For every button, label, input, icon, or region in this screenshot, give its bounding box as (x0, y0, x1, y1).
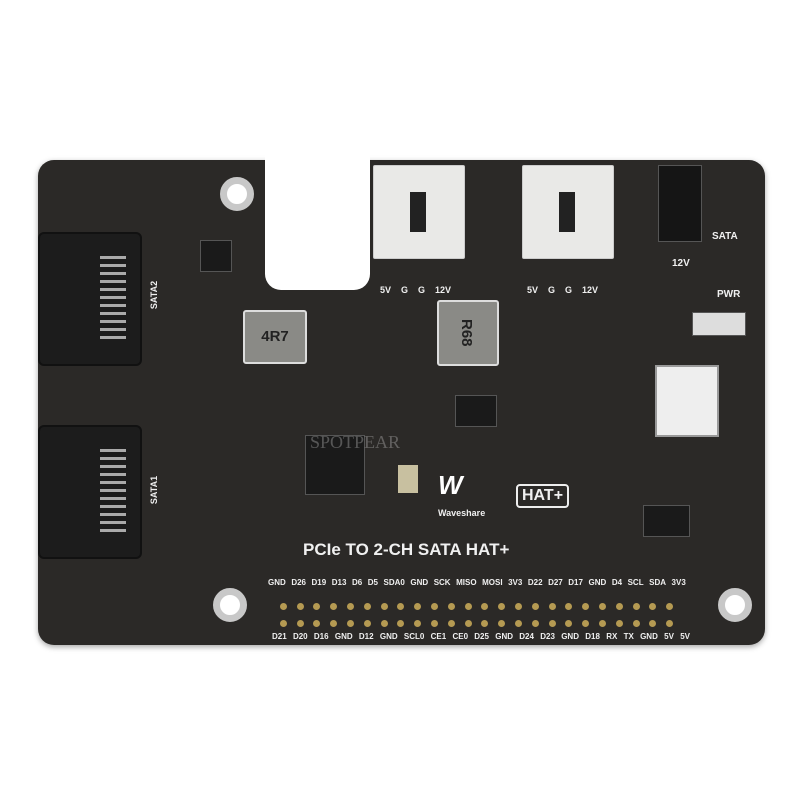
pin-label: G (548, 285, 556, 295)
gpio-label: D21 (272, 632, 287, 641)
brand-label: Waveshare (438, 508, 486, 518)
gpio-label: D6 (351, 578, 363, 587)
gpio-label: GND (495, 632, 514, 641)
sata-port-2[interactable] (38, 232, 142, 366)
gpio-label: D25 (474, 632, 489, 641)
pin-label: 5V (527, 285, 539, 295)
gpio-label: GND (640, 632, 658, 641)
ic-chip (643, 505, 690, 537)
gpio-bottom-labels: D21 D20 D16 GND D12 GND SCL0 CE1 CE0 D25 GND D24 D23… (272, 632, 690, 641)
pin-label: G (418, 285, 426, 295)
gpio-label: SDA (649, 578, 666, 587)
fan-header-1[interactable] (373, 165, 465, 259)
dc-power-jack[interactable] (658, 165, 702, 242)
gpio-label: MOSI (482, 578, 503, 587)
power-label: 12V (672, 258, 690, 269)
pin-label: 12V (582, 285, 599, 295)
gpio-label: D22 (527, 578, 543, 587)
crystal-oscillator (398, 465, 418, 493)
gpio-label: D18 (585, 632, 600, 641)
mounting-hole (220, 177, 254, 211)
gpio-label: SCL0 (403, 632, 425, 641)
gpio-label: CE0 (452, 632, 469, 641)
gpio-label: D12 (358, 632, 374, 641)
button[interactable] (692, 312, 746, 336)
gpio-label: 3V3 (508, 578, 523, 587)
gpio-label: D5 (367, 578, 378, 587)
pwr-led-label: PWR (717, 289, 741, 300)
watermark: SPOTPEAR (310, 432, 401, 452)
gpio-label: GND (410, 578, 429, 587)
mounting-hole (718, 588, 752, 622)
inductor-r68: R68 (437, 300, 499, 366)
waveshare-logo: W (438, 470, 463, 500)
gpio-label: D4 (611, 578, 623, 587)
gpio-label: D24 (519, 632, 534, 641)
gpio-label: SCL (627, 578, 644, 587)
gpio-label: CE1 (430, 632, 447, 641)
mounting-hole (213, 588, 247, 622)
gpio-label: D26 (291, 578, 306, 587)
gpio-label: SCK (433, 578, 451, 587)
gpio-label: GND (334, 632, 353, 641)
gpio-label: MISO (456, 578, 477, 587)
sata-port-1[interactable] (38, 425, 142, 559)
gpio-label: GND (561, 632, 579, 641)
sata-led-label: SATA (712, 231, 738, 242)
gpio-label: 5V (680, 632, 690, 641)
fan-header-2[interactable] (522, 165, 614, 259)
pcie-ffc-connector[interactable] (655, 365, 719, 437)
gpio-label: GND (588, 578, 607, 587)
gpio-top-labels: GND D26 D19 D13 D6 D5 SDA0 GND SCK MISO MOSI 3V3 D22… (268, 578, 686, 587)
gpio-label: D27 (548, 578, 563, 587)
pin-label: 5V (380, 285, 392, 295)
gpio-label: GND (379, 632, 398, 641)
gpio-label: D20 (292, 632, 308, 641)
gpio-label: 3V3 (671, 578, 686, 587)
gpio-label: GND (268, 578, 286, 587)
pin-label: 12V (435, 285, 452, 295)
ic-chip (455, 395, 497, 427)
hat-plus-badge: HAT+ (516, 484, 570, 508)
pcie-sata-controller-chip (305, 435, 365, 495)
sata2-label: SATA2 (149, 280, 160, 310)
gpio-header-row-1[interactable] (275, 597, 678, 615)
board-cutout (265, 150, 370, 290)
inductor-4r7: 4R7 (243, 310, 307, 364)
ic-chip (200, 240, 232, 272)
gpio-label: SDA0 (383, 578, 405, 587)
gpio-label: RX (606, 632, 618, 641)
gpio-label: TX (623, 632, 634, 641)
gpio-label: D16 (313, 632, 329, 641)
gpio-label: D13 (331, 578, 347, 587)
gpio-label: D23 (540, 632, 555, 641)
gpio-label: D19 (311, 578, 327, 587)
pin-label: G (565, 285, 573, 295)
board-title: PCIe TO 2-CH SATA HAT+ (303, 540, 510, 559)
pin-label: G (401, 285, 409, 295)
sata1-label: SATA1 (149, 475, 160, 505)
gpio-label: D17 (568, 578, 583, 587)
gpio-label: 5V (664, 632, 674, 641)
gpio-header-row-2[interactable] (275, 614, 678, 632)
